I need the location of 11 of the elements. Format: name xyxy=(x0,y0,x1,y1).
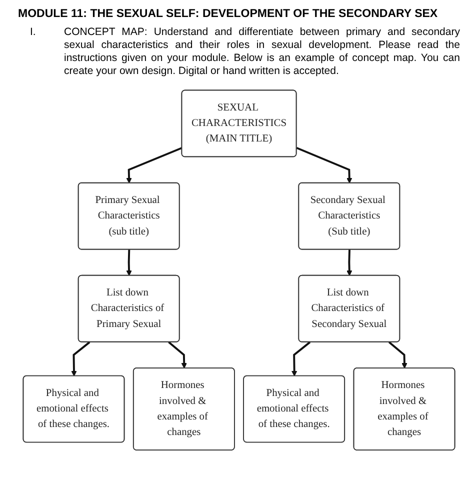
arrow xyxy=(388,340,408,368)
arrow xyxy=(126,146,182,183)
list-number: I. xyxy=(29,26,37,40)
arrow xyxy=(71,340,90,376)
arrow xyxy=(296,146,352,183)
instruction-paragraph: CONCEPT MAP: Understand and differentiate between primary and secondary sexual characteristics and their roles in sexual development. Please read the instructions given on your module. Below is an example of concept map. You can create your own design. Digital or hand written is accepted. xyxy=(64,26,460,78)
arrow xyxy=(126,249,132,276)
arrow xyxy=(291,340,311,376)
arrow xyxy=(168,340,187,368)
arrow xyxy=(346,249,352,276)
page-heading: MODULE 11: THE SEXUAL SELF: DEVELOPMENT OF THE SECONDARY SEX xyxy=(18,8,439,20)
